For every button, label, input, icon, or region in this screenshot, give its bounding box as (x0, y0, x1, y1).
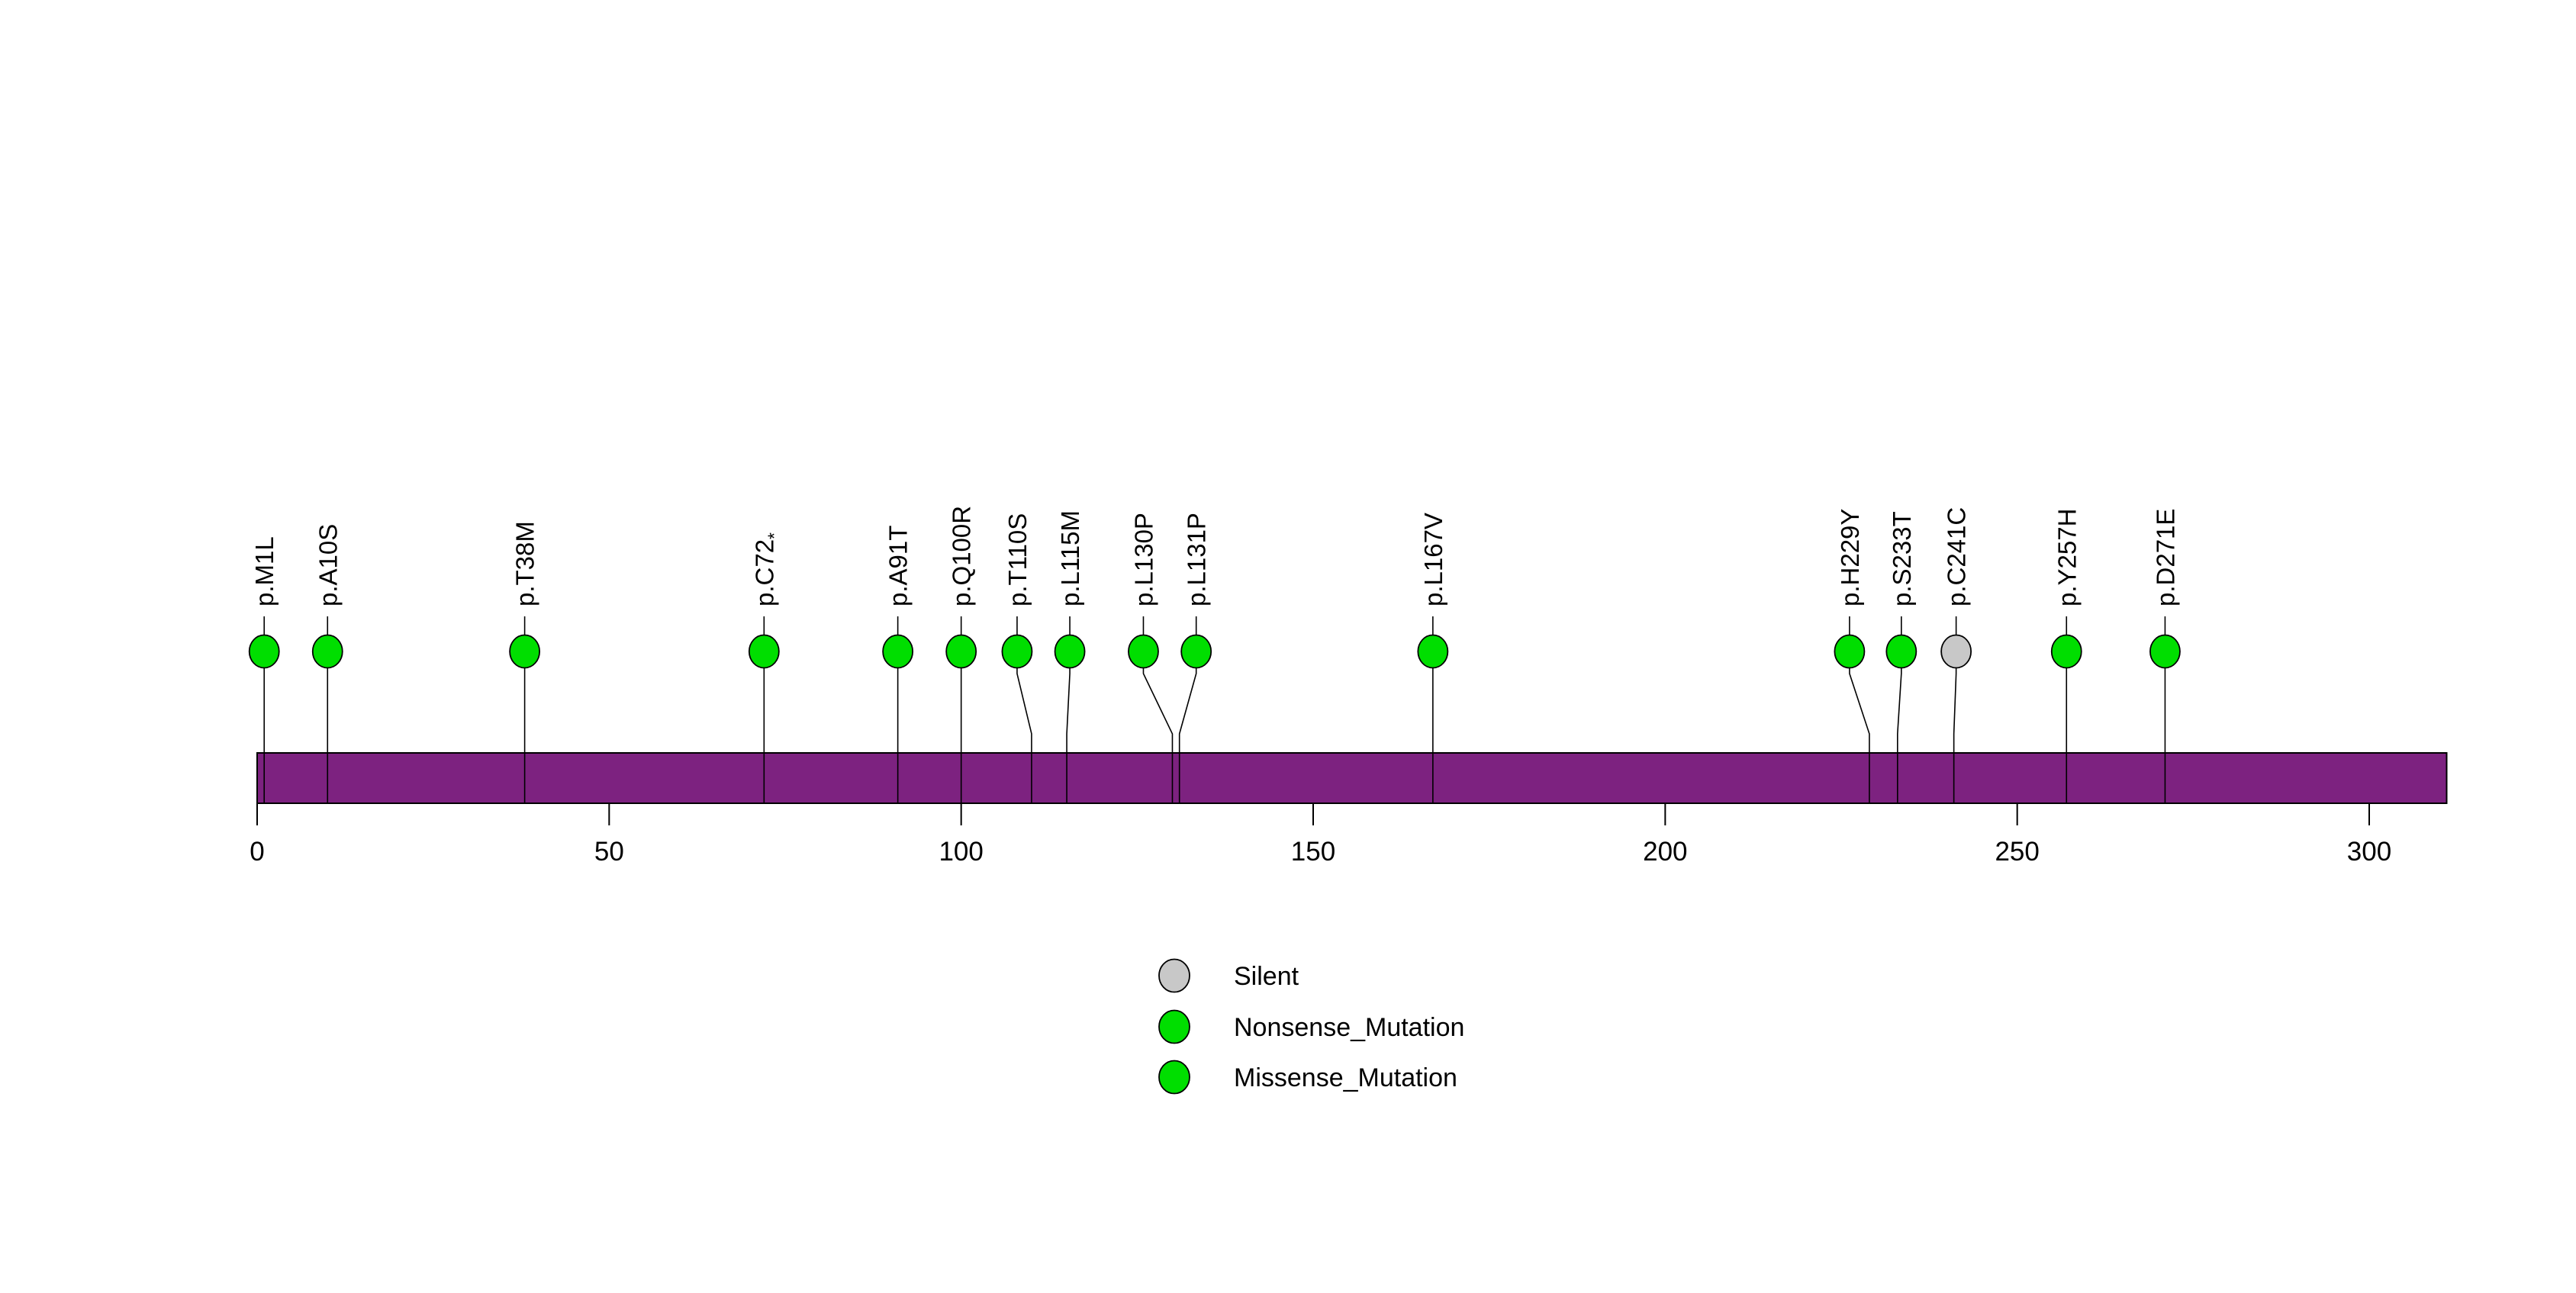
mutation-point (1128, 634, 1159, 669)
axis-tick-label: 300 (2347, 837, 2391, 867)
mutation-point (1940, 634, 1972, 669)
mutation-point (1180, 634, 1212, 669)
mutation-point (248, 634, 280, 669)
mutation-label: p.A91T (884, 526, 913, 606)
mutation-point (1834, 634, 1866, 669)
mutation-point (2149, 634, 2181, 669)
mutation-point (311, 634, 343, 669)
legend-label: Missense_Mutation (1234, 1063, 1457, 1092)
mutation-point (2050, 634, 2082, 669)
mutation-label: p.L167V (1419, 513, 1447, 606)
mutation-label: p.L131P (1183, 513, 1211, 606)
mutation-label: p.Y257H (2053, 509, 2081, 606)
axis-tick-label: 50 (594, 837, 624, 867)
legend-swatch (1158, 1009, 1190, 1044)
legend-label: Nonsense_Mutation (1234, 1013, 1464, 1042)
mutation-label: p.M1L (250, 536, 279, 606)
mutation-point (882, 634, 914, 669)
mutation-label: p.Q100R (948, 506, 976, 606)
mutation-label: p.D271E (2151, 509, 2179, 606)
legend-swatch (1158, 958, 1190, 993)
mutation-label: p.C241C (1943, 507, 1971, 606)
axis-tick-label: 200 (1643, 837, 1687, 867)
mutation-label: p.H229Y (1836, 509, 1864, 606)
axis-tick-label: 150 (1291, 837, 1335, 867)
mutation-point (509, 634, 541, 669)
mutation-point (945, 634, 977, 669)
mutation-label: p.L130P (1129, 513, 1158, 606)
axis-tick-label: 100 (939, 837, 983, 867)
mutation-label: p.S233T (1888, 511, 1916, 606)
mutation-point (1885, 634, 1918, 669)
mutation-label: p.C72* (750, 532, 784, 606)
mutation-label: p.L115M (1056, 510, 1084, 606)
mutation-point (748, 634, 780, 669)
mutation-point (1417, 634, 1449, 669)
mutation-label: p.A10S (314, 524, 342, 606)
mutation-point (1054, 634, 1086, 669)
legend-label: Silent (1234, 962, 1299, 991)
legend-swatch (1158, 1060, 1190, 1095)
axis-tick-label: 0 (250, 837, 264, 867)
axis-tick-label: 250 (1995, 837, 2039, 867)
mutation-label: p.T110S (1003, 513, 1032, 606)
gene-bar (256, 752, 2448, 804)
mutation-point (1001, 634, 1033, 669)
mutation-label: p.T38M (511, 521, 539, 606)
